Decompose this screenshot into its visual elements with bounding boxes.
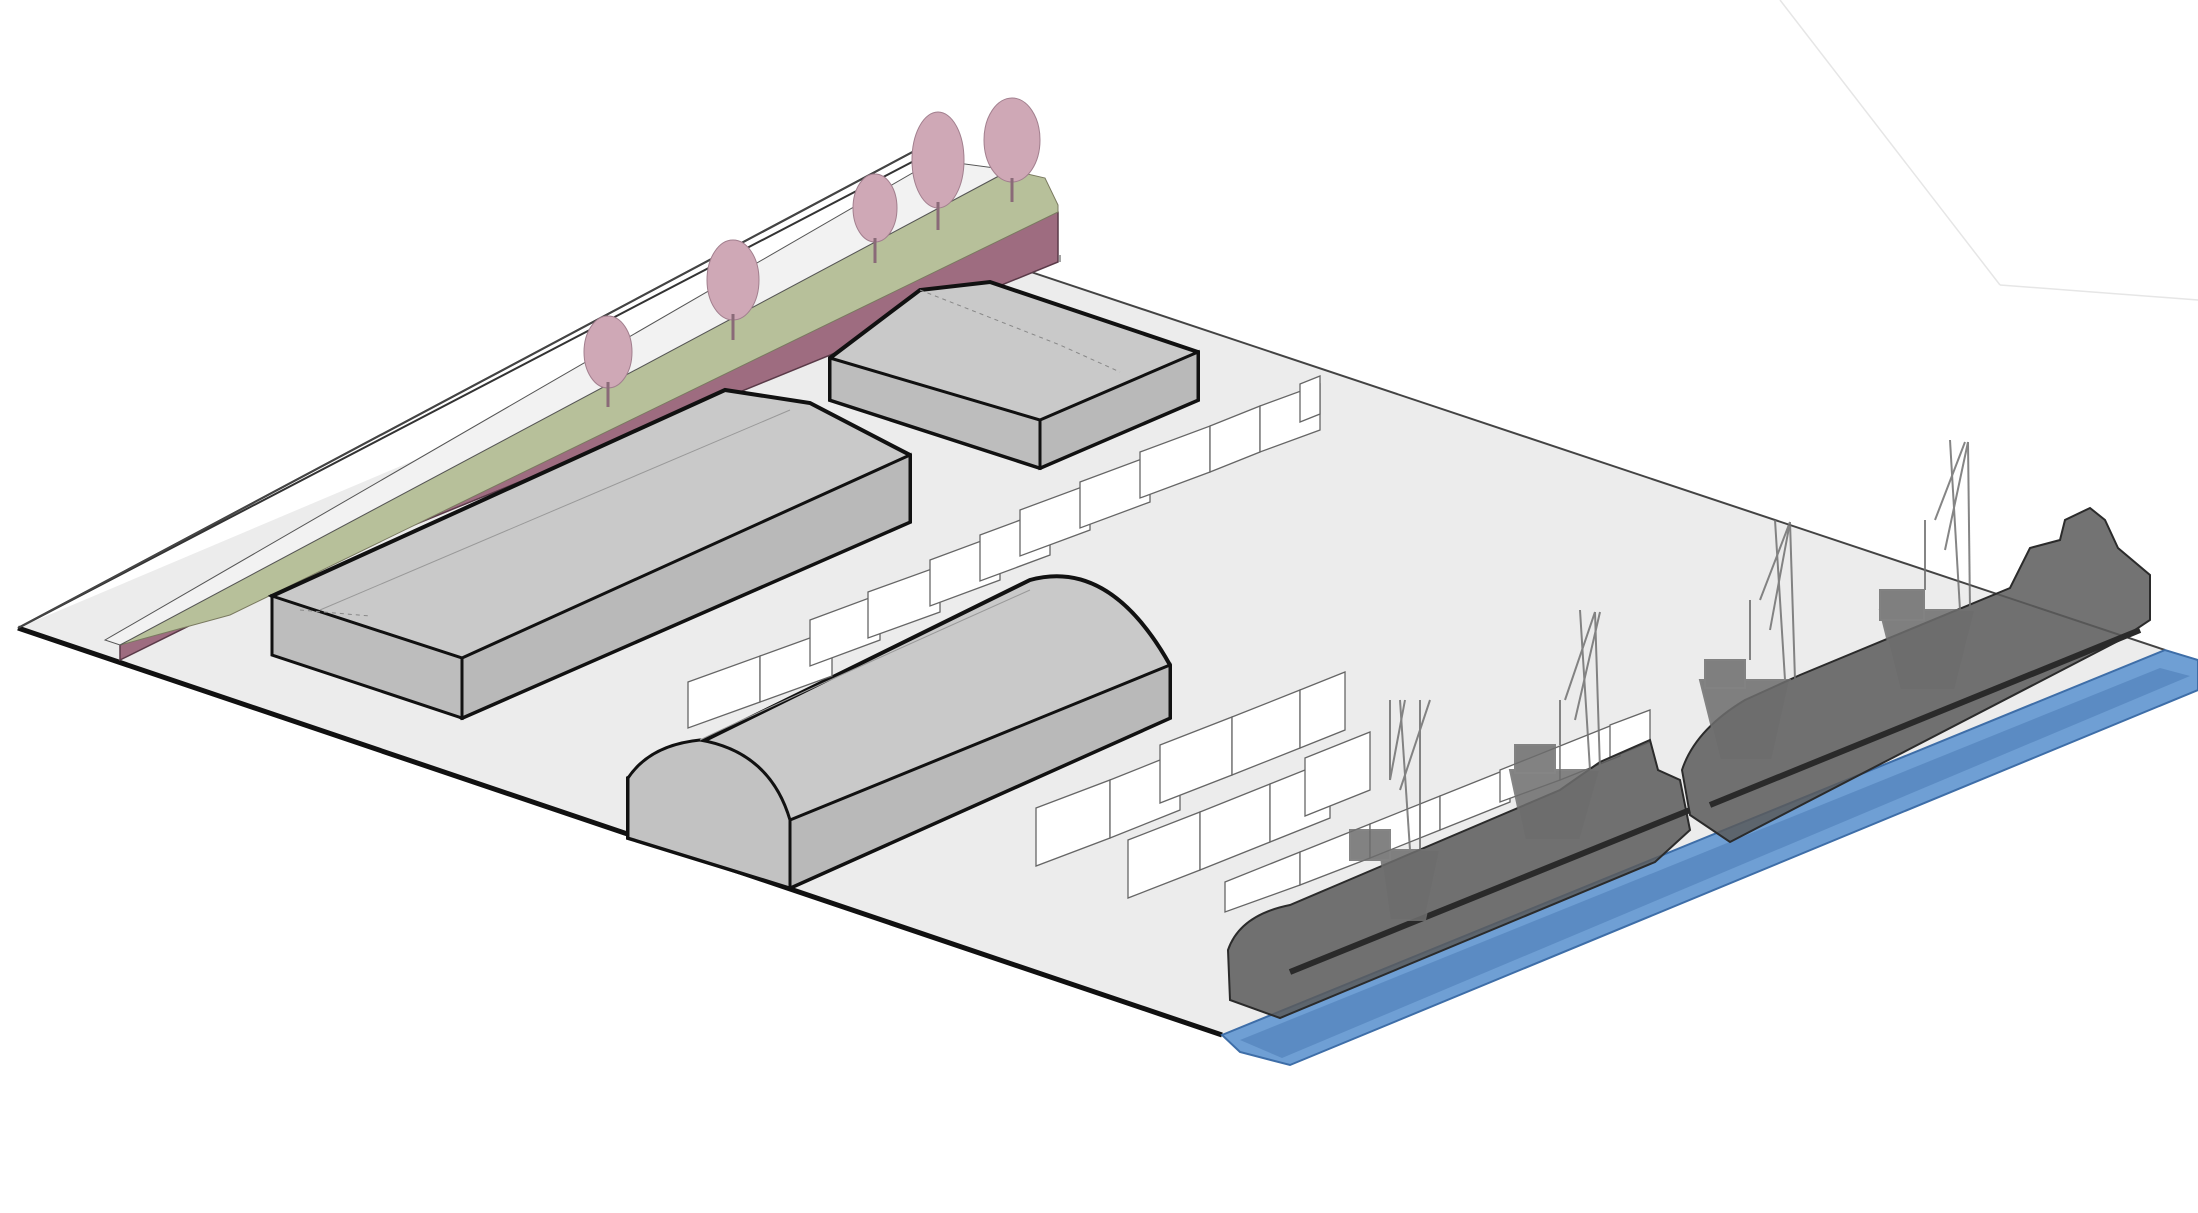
- tree: [583, 315, 633, 407]
- warehouse-large: [267, 387, 912, 721]
- warehouse-large-side: [460, 452, 912, 721]
- tree: [706, 239, 760, 340]
- crane-2: [1508, 609, 1602, 841]
- quay-water: [1220, 648, 2198, 1067]
- warehouse-barrel-roof: [626, 574, 1172, 891]
- water-shadow: [1240, 668, 2190, 1058]
- container-row-3: [1127, 731, 1371, 899]
- tree: [983, 97, 1041, 202]
- container-row-2: [1035, 671, 1346, 867]
- warehouse-small-side: [1038, 349, 1200, 471]
- tree: [911, 111, 965, 230]
- background-guide-lines: [1779, 0, 2198, 301]
- tree-row: [583, 97, 1041, 407]
- container-row-1: [687, 375, 1321, 729]
- crane-3: [1698, 519, 1796, 761]
- port-crane: [1349, 439, 1977, 921]
- warehouse-barrel-front: [626, 738, 792, 891]
- warehouse-small: [828, 279, 1200, 471]
- crane-4: [1878, 439, 1977, 691]
- crane-1: [1349, 699, 1442, 921]
- ground-front-edge: [17, 625, 1223, 1038]
- tree: [852, 173, 898, 263]
